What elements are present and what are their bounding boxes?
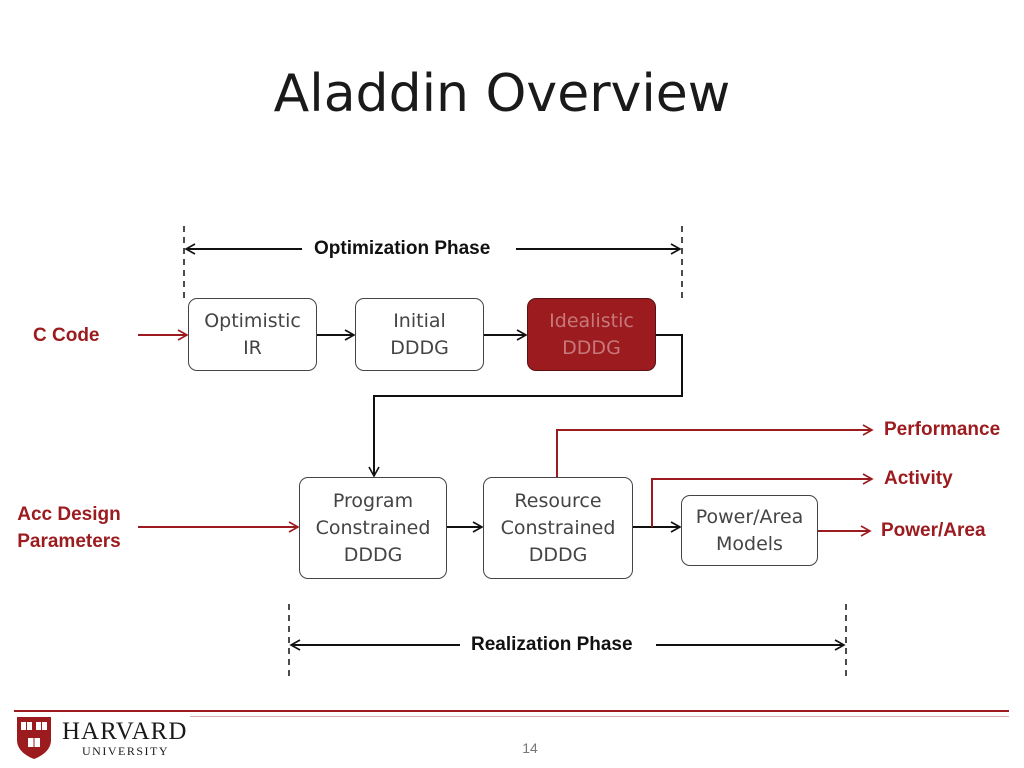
footer-divider-thin: [190, 716, 1009, 717]
slide-title: Aladdin Overview: [273, 64, 731, 124]
footer-divider: [14, 710, 1009, 712]
harvard-university-subtitle: UNIVERSITY: [82, 744, 169, 758]
performance-arrow: [556, 424, 874, 478]
acc-design-label: Acc Design Parameters: [17, 504, 121, 552]
harvard-wordmark: HARVARD: [62, 718, 188, 745]
idealistic-dddg-box: Idealistic DDDG: [527, 298, 656, 371]
optimization-phase-label: Optimization Phase: [314, 238, 491, 259]
resource-constrained-dddg-box: Resource Constrained DDDG: [483, 477, 633, 579]
idealistic-to-program-arrow: [368, 334, 683, 478]
program-constrained-dddg-box: Program Constrained DDDG: [299, 477, 447, 579]
performance-output-label: Performance: [884, 419, 1001, 440]
power-area-models-box: Power/Area Models: [681, 495, 818, 566]
activity-arrow: [651, 473, 874, 527]
activity-output-label: Activity: [884, 468, 953, 489]
power-area-output-label: Power/Area: [881, 520, 986, 541]
harvard-shield-icon: [17, 717, 51, 759]
realization-phase-label: Realization Phase: [471, 634, 633, 655]
c-code-label: C Code: [33, 325, 100, 346]
initial-dddg-box: Initial DDDG: [355, 298, 484, 371]
optimistic-ir-box: Optimistic IR: [188, 298, 317, 371]
page-number: 14: [522, 740, 538, 756]
